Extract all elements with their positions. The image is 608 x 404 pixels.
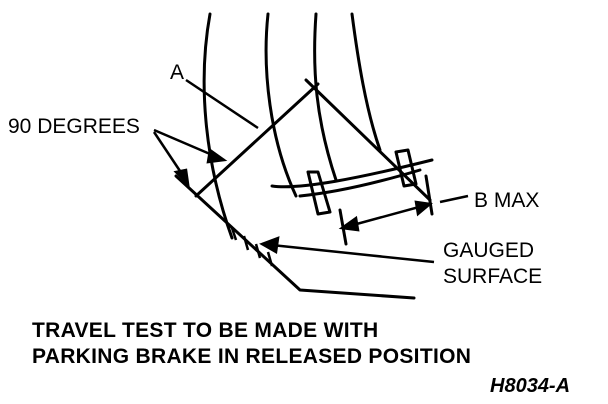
arrow-gauged [259, 236, 280, 254]
arrow-90-lower [173, 168, 190, 188]
leader-a [185, 78, 259, 130]
pedal-lever-line [304, 78, 432, 202]
support-edge [202, 12, 234, 240]
dimension-a-line [194, 82, 320, 198]
arrow-b-right [414, 200, 433, 217]
arrow-b-left [338, 215, 360, 232]
pedal-arm-right [313, 12, 338, 182]
leader-gauged [261, 242, 435, 264]
pedal-clip-right [394, 148, 418, 188]
label-gauged-line-1: GAUGED [443, 239, 535, 262]
pedal-clip [306, 170, 332, 216]
surface-hatching [230, 227, 274, 267]
label-a: A [170, 61, 185, 84]
arrow-90-upper [206, 147, 228, 164]
note-line-2: PARKING BRAKE IN RELEASED POSITION [32, 345, 472, 368]
label-90-degrees: 90 DEGREES [8, 115, 140, 138]
leader-b-max [439, 194, 469, 204]
pedal-pad [270, 158, 434, 189]
gauged-floor [174, 174, 416, 300]
label-b-max: B MAX [474, 189, 540, 212]
note-line-1: TRAVEL TEST TO BE MADE WITH [32, 319, 379, 342]
figure-id: H8034-A [490, 375, 571, 397]
b-max-right-extension [424, 174, 434, 216]
pedal-arm-left [264, 12, 298, 198]
pedal-arm-rear [350, 12, 382, 152]
label-gauged-surface: GAUGED SURFACE [443, 238, 542, 290]
travel-test-note: TRAVEL TEST TO BE MADE WITH PARKING BRAK… [32, 318, 471, 370]
label-gauged-line-2: SURFACE [443, 265, 543, 288]
